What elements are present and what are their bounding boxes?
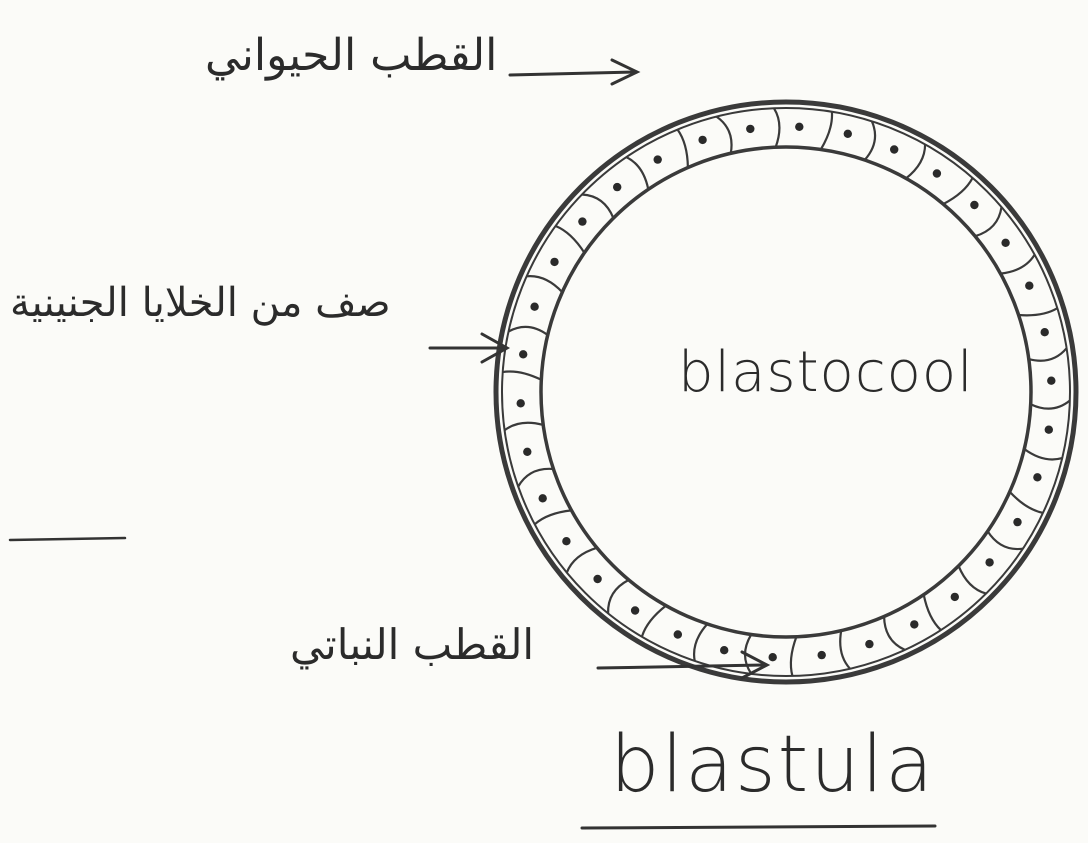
cell-wall <box>556 226 585 253</box>
cell-wall <box>717 117 732 154</box>
cell-nucleus <box>985 558 993 566</box>
cell-wall <box>582 195 613 219</box>
cell-wall <box>943 178 972 204</box>
cell-wall <box>1010 492 1043 513</box>
cell-nucleus <box>523 448 531 456</box>
cell-nucleus <box>720 646 728 654</box>
cell-wall <box>1031 401 1070 409</box>
cell-wall <box>924 595 941 631</box>
cell-nucleus <box>613 183 621 191</box>
cell-nucleus <box>818 651 826 659</box>
cell-wall <box>791 637 797 676</box>
cell-nucleus <box>550 258 558 266</box>
title-underline <box>582 826 935 828</box>
arrow-cell-layer <box>430 334 507 362</box>
cell-nucleus <box>674 630 682 638</box>
vegetal-pole-label: القطب النباتي <box>290 620 534 669</box>
cell-wall <box>959 566 987 594</box>
cell-nucleus <box>951 593 959 601</box>
cell-wall <box>608 580 629 614</box>
blastocoel-label: blastocool <box>678 340 974 405</box>
cell-wall <box>694 624 707 661</box>
cell-wall <box>535 510 572 524</box>
cell-nucleus <box>517 399 525 407</box>
cell-nucleus <box>593 575 601 583</box>
cell-nucleus <box>530 303 538 311</box>
cell-nucleus <box>654 155 662 163</box>
cell-wall <box>527 276 563 292</box>
arrow-animal-pole <box>510 60 637 84</box>
cell-nucleus <box>1001 239 1009 247</box>
cell-wall <box>884 617 905 650</box>
animal-pole-label: القطب الحيواني <box>205 30 497 81</box>
cell-nucleus <box>539 494 547 502</box>
cell-nucleus <box>1013 518 1021 526</box>
cell-nucleus <box>562 537 570 545</box>
cell-wall <box>975 207 1001 236</box>
cell-wall <box>1019 308 1058 315</box>
cell-nucleus <box>865 640 873 648</box>
cell-wall <box>1029 348 1067 361</box>
cell-wall <box>821 112 832 150</box>
cell-wall <box>505 423 544 430</box>
cell-nucleus <box>1033 473 1041 481</box>
diagram-title: blastula <box>610 720 935 810</box>
cell-nucleus <box>910 620 918 628</box>
cell-layer-label: صف من الخلايا الجنينية <box>10 280 391 326</box>
cell-nucleus <box>1025 282 1033 290</box>
cell-nucleus <box>769 653 777 661</box>
cell-wall <box>678 130 688 168</box>
cell-nucleus <box>933 169 941 177</box>
cell-wall <box>518 469 553 487</box>
cell-nucleus <box>1047 377 1055 385</box>
cell-wall <box>840 631 850 669</box>
cell-wall <box>988 531 1023 549</box>
cell-wall <box>774 108 779 147</box>
cell-nucleus <box>1041 328 1049 336</box>
cell-nucleus <box>890 145 898 153</box>
cell-nucleus <box>631 606 639 614</box>
cell-wall <box>906 144 925 178</box>
stray-mark <box>10 538 125 540</box>
cell-wall <box>642 606 666 637</box>
cell-wall <box>509 327 548 335</box>
cell-nucleus <box>844 130 852 138</box>
cell-wall <box>503 372 542 380</box>
cell-wall <box>567 548 597 573</box>
cell-nucleus <box>698 136 706 144</box>
cell-nucleus <box>970 201 978 209</box>
cell-wall <box>865 121 875 160</box>
cell-nucleus <box>795 123 803 131</box>
cell-nucleus <box>746 125 754 133</box>
cell-nucleus <box>578 217 586 225</box>
cell-wall <box>626 157 648 189</box>
cell-wall <box>1001 255 1035 274</box>
cell-nucleus <box>519 350 527 358</box>
cell-wall <box>1024 449 1062 459</box>
cell-nucleus <box>1045 426 1053 434</box>
